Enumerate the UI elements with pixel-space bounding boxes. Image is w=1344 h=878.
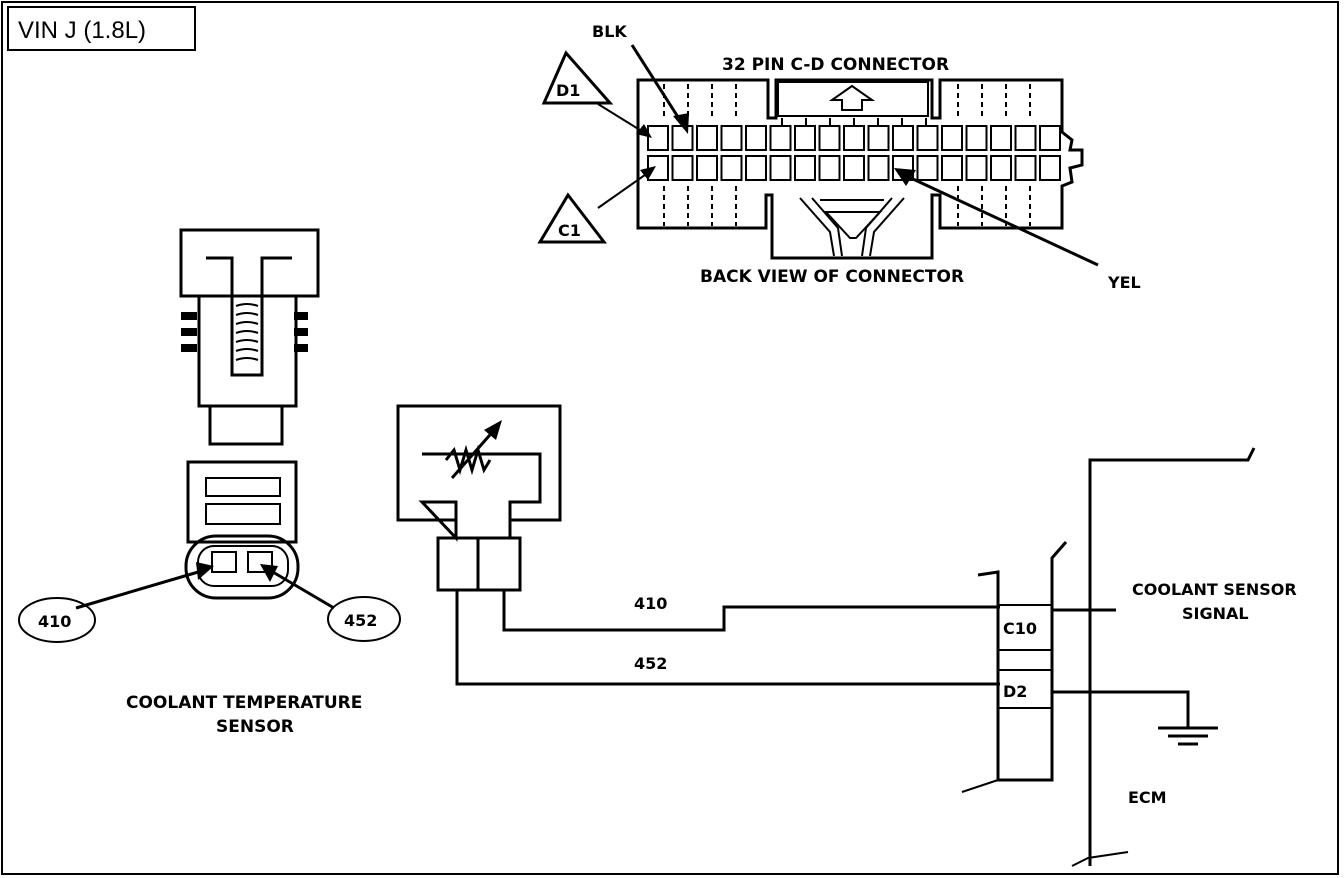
thread-mark — [235, 357, 259, 361]
pin-cavity-c — [745, 155, 767, 181]
terminal-410-label: 410 — [38, 612, 71, 631]
terminal-cavity-410 — [211, 551, 237, 573]
sensor-name-line2: SENSOR — [216, 717, 294, 737]
wire-452: 452 — [455, 590, 1000, 686]
thread-mark — [235, 312, 259, 316]
title-label: VIN J (1.8L) — [18, 17, 146, 44]
latch-up-arrow — [828, 84, 876, 111]
pin-cavity-c — [990, 155, 1012, 181]
wire-452-label: 452 — [634, 654, 667, 673]
blk-arrowhead — [673, 113, 689, 134]
thread-mark — [235, 321, 259, 325]
thread-mark — [235, 339, 259, 343]
yel-wire-label: YEL — [1107, 273, 1141, 292]
pin-cavity-c — [794, 155, 816, 181]
pin-cavity-d — [696, 125, 718, 151]
pin-cavity-d — [965, 125, 988, 151]
pin-cavity-d — [867, 125, 890, 151]
pin-cavity-d — [916, 125, 939, 151]
pin-cavity-c — [720, 155, 743, 181]
pin-cavity-c — [671, 155, 694, 181]
latch-window — [777, 81, 929, 117]
pin-cavity-c — [916, 155, 939, 181]
pin-cavity-c — [1014, 155, 1037, 181]
connector-boot — [799, 197, 905, 257]
ecm-connector — [977, 541, 1068, 782]
yel-callout: YEL — [894, 168, 1141, 292]
pin-d1-label: D1 — [556, 81, 580, 100]
pin-cavity-d — [990, 125, 1012, 151]
thermistor-symbol — [396, 404, 562, 592]
wire-410-label: 410 — [634, 594, 667, 613]
pin-c1-callout: C1 — [537, 166, 656, 244]
pin-d1-callout: D1 — [541, 50, 652, 138]
terminal-410-callout: 410 — [18, 562, 214, 643]
sensor-fins-right — [294, 312, 308, 352]
terminal-452-label: 452 — [344, 611, 377, 630]
title-box: VIN J (1.8L) — [7, 6, 196, 51]
pin-cavity-d — [769, 125, 792, 151]
pin-cavity-d — [1014, 125, 1037, 151]
back-view-label: BACK VIEW OF CONNECTOR — [700, 267, 964, 287]
ground-icon — [1052, 690, 1218, 746]
pin-cavity-d — [818, 125, 841, 151]
pin-cavity-c — [965, 155, 988, 181]
pin-cavity-c — [769, 155, 792, 181]
thread-mark — [235, 348, 259, 352]
terminal-cavity-452 — [247, 551, 273, 573]
pin-cavity-d — [647, 125, 669, 151]
pin-c1-label: C1 — [558, 221, 581, 240]
thread-mark — [235, 330, 259, 334]
pin-cavity-c — [696, 155, 718, 181]
variable-arrowhead — [484, 420, 502, 440]
pin-cavity-d — [892, 125, 914, 151]
variable-arrow-shaft — [450, 427, 498, 479]
pin-cavity-d — [794, 125, 816, 151]
blk-leader-line — [630, 44, 687, 129]
pin-cavity-c — [843, 155, 865, 181]
pin-cavity-d — [745, 125, 767, 151]
ecm-signal-line1: COOLANT SENSOR — [1132, 580, 1297, 599]
pin-cavity-c — [867, 155, 890, 181]
pin-cavity-d — [1039, 125, 1061, 151]
pin-cavity-d — [843, 125, 865, 151]
ecm-module: ECM C10 D2 COOLANT SENSOR SIGNAL — [961, 447, 1297, 867]
sensor-thread — [235, 303, 259, 361]
ecm-signal-line2: SIGNAL — [1182, 604, 1249, 623]
wire-410: 410 — [502, 590, 1000, 632]
ecm-pin-c10: C10 — [1003, 619, 1037, 638]
connector-32-pin: 32 PIN C-D CONNECTOR BLK BACK VIEW OF CO… — [537, 22, 1141, 292]
pin-row-d — [647, 125, 1061, 151]
pin-cavity-d — [671, 125, 694, 151]
ecm-pin-d2: D2 — [1003, 682, 1027, 701]
pin-cavity-d — [941, 125, 963, 151]
pin-cavity-d — [720, 125, 743, 151]
terminal-guides — [663, 84, 1031, 226]
sensor-name-line1: COOLANT TEMPERATURE — [126, 693, 362, 713]
thread-mark — [235, 303, 259, 307]
connector-heading: 32 PIN C-D CONNECTOR — [722, 55, 949, 75]
pin-cavity-c — [1039, 155, 1061, 181]
sensor-side-view — [179, 228, 320, 446]
connector-body — [636, 78, 1084, 260]
sensor-fins-left — [181, 312, 197, 352]
ecm-label: ECM — [1128, 788, 1167, 807]
pin-row-c — [647, 155, 1061, 181]
pin-cavity-c — [818, 155, 841, 181]
pin-cavity-c — [941, 155, 963, 181]
blk-wire-label: BLK — [592, 22, 627, 41]
terminal-452-callout: 452 — [260, 564, 401, 642]
